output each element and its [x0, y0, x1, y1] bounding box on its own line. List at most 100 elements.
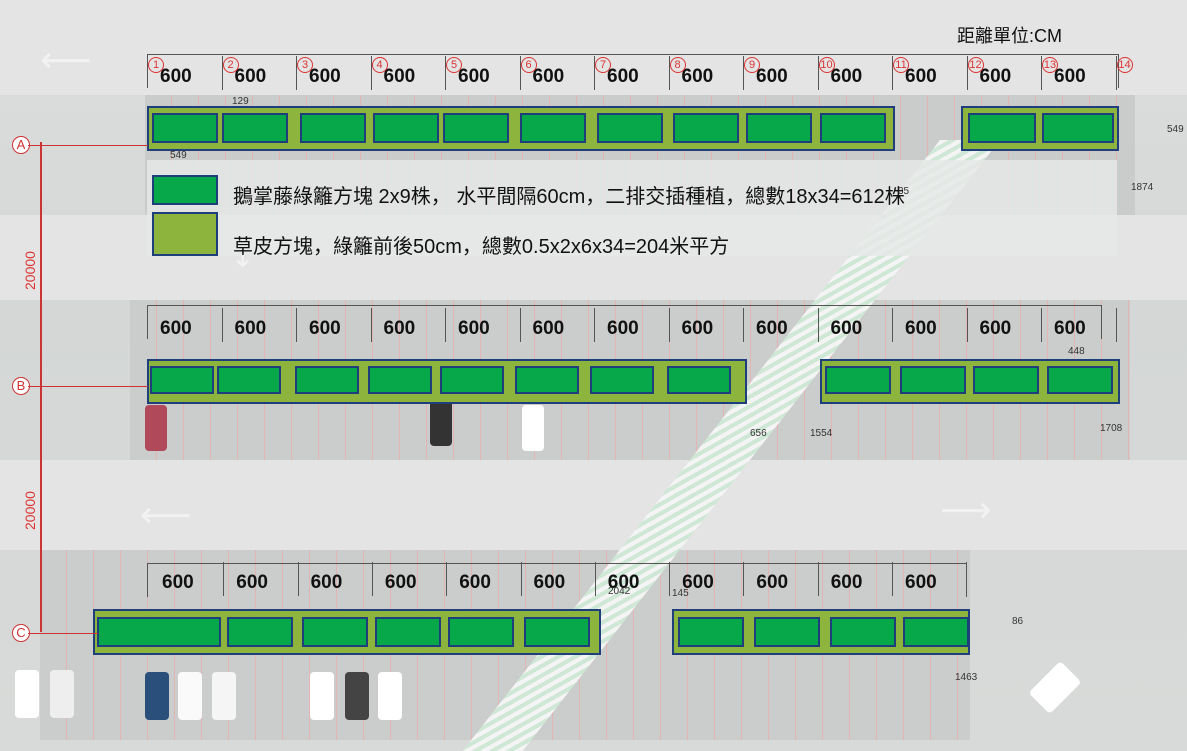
hedge-block — [295, 366, 359, 394]
small-dimension: 549 — [170, 150, 187, 161]
dimension-divider — [668, 56, 670, 90]
dimension-label: 600 — [383, 318, 416, 339]
hedge-block — [903, 617, 969, 647]
dimension-row-1 — [147, 54, 1119, 88]
dimension-divider — [223, 562, 225, 596]
vertical-dimension-label: 20000 — [22, 491, 38, 530]
hedge-legend-text: 鵝掌藤綠籬方塊 2x9株， 水平間隔60cm，二排交插種植，總數18x34=61… — [233, 186, 905, 208]
dimension-divider — [296, 308, 297, 342]
dimension-divider — [221, 308, 223, 342]
hedge-block — [300, 113, 366, 143]
dimension-label: 600 — [830, 318, 863, 339]
dimension-row-2 — [147, 305, 1102, 339]
small-dimension: 656 — [750, 428, 767, 439]
small-dimension: 448 — [1068, 346, 1085, 357]
dimension-label: 600 — [310, 572, 343, 593]
hedge-block — [302, 617, 368, 647]
dimension-divider — [519, 56, 521, 90]
top-road — [0, 0, 1187, 95]
dimension-divider — [817, 308, 819, 342]
dimension-divider — [1041, 308, 1042, 342]
small-dimension: 86 — [1012, 616, 1024, 627]
road-arrow-icon: ⟵ — [140, 495, 192, 536]
dimension-label: 600 — [830, 572, 863, 593]
hedge-block — [754, 617, 820, 647]
hedge-block — [667, 366, 731, 394]
hedge-block — [97, 617, 221, 647]
hedge-block — [597, 113, 663, 143]
parked-car — [430, 400, 452, 446]
dimension-divider — [669, 562, 671, 596]
hedge-block — [448, 617, 514, 647]
parked-car — [1028, 660, 1082, 715]
hedge-block — [222, 113, 288, 143]
axis-line-a — [28, 145, 148, 146]
small-dimension: 129 — [232, 96, 249, 107]
dimension-divider — [297, 562, 299, 596]
dimension-label: 600 — [532, 66, 565, 87]
dimension-divider — [446, 562, 448, 596]
dimension-label: 600 — [309, 66, 341, 87]
dimension-label: 600 — [459, 572, 491, 593]
hedge-block — [1042, 113, 1114, 143]
small-dimension: 35 — [898, 186, 910, 197]
dimension-divider — [445, 56, 446, 90]
dimension-divider — [817, 562, 819, 596]
dimension-divider — [1115, 56, 1117, 90]
dimension-label: 600 — [979, 66, 1012, 87]
dimension-divider — [519, 308, 521, 342]
dimension-label: 600 — [458, 318, 490, 339]
dimension-divider — [743, 56, 744, 90]
grid-number: 13 — [1042, 57, 1058, 73]
dimension-label: 600 — [682, 572, 714, 593]
hedge-block — [673, 113, 739, 143]
small-dimension: 1463 — [955, 672, 978, 683]
road-arrow-icon: ⟵ — [40, 40, 92, 81]
dimension-divider — [743, 562, 745, 596]
parked-car — [522, 405, 544, 451]
small-dimension: 1874 — [1131, 182, 1154, 193]
dimension-divider — [817, 56, 819, 90]
hedge-block — [368, 366, 432, 394]
dimension-divider — [371, 562, 373, 596]
road-arrow-icon: ⟶ — [940, 490, 992, 531]
dimension-label: 600 — [234, 318, 267, 339]
dimension-label: 600 — [905, 572, 937, 593]
hedge-block — [973, 366, 1039, 394]
dimension-divider — [370, 308, 372, 342]
hedge-block — [217, 366, 281, 394]
dimension-label: 600 — [1054, 318, 1086, 339]
axis-line-b — [28, 386, 148, 387]
dimension-divider — [892, 562, 893, 596]
hedge-block — [524, 617, 590, 647]
hedge-block — [443, 113, 509, 143]
dimension-label: 600 — [756, 318, 788, 339]
dimension-divider — [1115, 308, 1117, 342]
parked-car — [212, 672, 236, 720]
grid-number: 3 — [297, 57, 313, 73]
grass-legend-swatch — [152, 212, 218, 256]
dimension-divider — [1041, 56, 1042, 90]
parked-car — [145, 672, 169, 720]
middle-road-2 — [0, 460, 1187, 550]
dimension-label: 600 — [160, 66, 192, 87]
dimension-label: 600 — [979, 318, 1012, 339]
hedge-block — [1047, 366, 1113, 394]
dimension-label: 600 — [383, 66, 416, 87]
vertical-dimension-label: 20000 — [22, 251, 38, 290]
small-dimension: 2042 — [608, 586, 631, 597]
dimension-label: 600 — [756, 66, 788, 87]
grid-number: 1 — [148, 57, 164, 73]
hedge-block — [227, 617, 293, 647]
dimension-divider — [221, 56, 223, 90]
hedge-block — [150, 366, 214, 394]
hedge-block — [825, 366, 891, 394]
hedge-block — [590, 366, 654, 394]
grid-number: 11 — [893, 57, 909, 73]
dimension-label: 600 — [236, 572, 268, 593]
legend-panel — [147, 160, 1117, 256]
parked-car — [378, 672, 402, 720]
dimension-label: 600 — [162, 572, 194, 593]
parked-car — [15, 670, 39, 718]
